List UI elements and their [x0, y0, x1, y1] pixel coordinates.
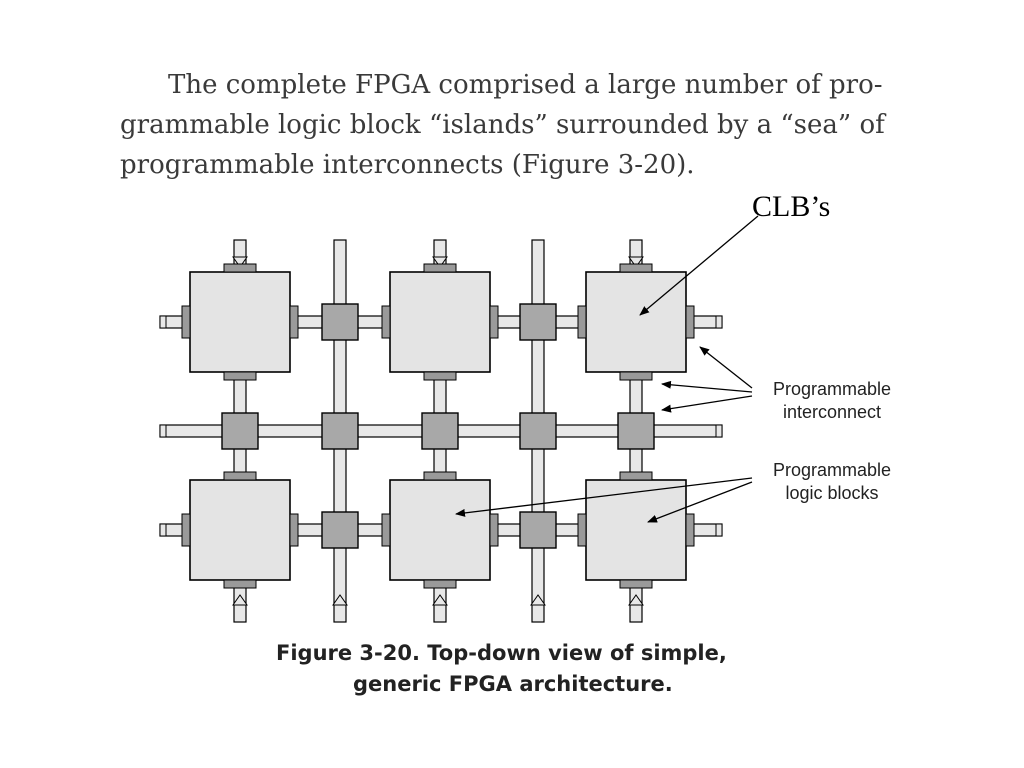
- block-connector-right: [489, 305, 499, 339]
- wire-arrow-tip: [332, 594, 348, 606]
- logic-block: [389, 479, 491, 581]
- block-connector-bottom: [423, 579, 457, 589]
- switch-box: [321, 303, 359, 341]
- figure-caption-line-2: generic FPGA architecture.: [353, 672, 673, 696]
- wire-end-tip: [715, 424, 723, 438]
- callout-programmable-interconnect: Programmable interconnect: [752, 378, 912, 424]
- wire-arrow-tip: [432, 594, 448, 606]
- switch-box: [321, 511, 359, 549]
- logic-block: [189, 271, 291, 373]
- block-connector-bottom: [619, 579, 653, 589]
- block-connector-top: [223, 263, 257, 273]
- logic-block: [585, 479, 687, 581]
- figure-caption-line-1: Figure 3-20. Top-down view of simple,: [276, 641, 727, 665]
- interconnect-leader-line: [661, 395, 753, 413]
- wire-arrow-tip: [530, 594, 546, 606]
- block-connector-bottom: [619, 371, 653, 381]
- logic-block: [585, 271, 687, 373]
- switch-box: [519, 303, 557, 341]
- block-connector-bottom: [223, 579, 257, 589]
- wire-end-tip: [715, 523, 723, 537]
- block-connector-left: [577, 513, 587, 547]
- wire-arrow-tip: [628, 594, 644, 606]
- wire-arrow-tip: [232, 594, 248, 606]
- wire-end-tip: [715, 315, 723, 329]
- logic-blocks-leader-line: [455, 477, 753, 517]
- callout-logic-blocks-line-2: logic blocks: [785, 483, 879, 503]
- block-connector-left: [181, 513, 191, 547]
- callout-leader-lines: [455, 215, 759, 523]
- block-connector-left: [381, 513, 391, 547]
- block-connector-right: [489, 513, 499, 547]
- wire-arrow-tip: [432, 256, 448, 268]
- switch-box: [421, 412, 459, 450]
- block-connector-top: [619, 263, 653, 273]
- logic-block: [189, 479, 291, 581]
- block-connector-left: [381, 305, 391, 339]
- intro-text-line-1: The complete FPGA comprised a large numb…: [168, 70, 883, 100]
- switch-box: [221, 412, 259, 450]
- clb-leader-line: [639, 215, 759, 316]
- callout-interconnect-line-2: interconnect: [782, 402, 882, 422]
- block-connector-left: [181, 305, 191, 339]
- switch-box: [617, 412, 655, 450]
- clb-annotation: CLB’s: [752, 190, 831, 223]
- block-connector-bottom: [423, 371, 457, 381]
- interconnect-leader-line: [699, 346, 753, 389]
- wire-end-tip: [159, 315, 167, 329]
- callout-interconnect-line-1: Programmable: [772, 379, 892, 399]
- logic-block: [389, 271, 491, 373]
- block-connector-top: [423, 471, 457, 481]
- logic-blocks-leader-line: [647, 481, 753, 523]
- block-connector-top: [423, 263, 457, 273]
- block-connector-right: [685, 513, 695, 547]
- callout-programmable-logic-blocks: Programmable logic blocks: [752, 459, 912, 505]
- switch-box: [519, 412, 557, 450]
- intro-text-line-3: programmable interconnects (Figure 3-20)…: [120, 150, 695, 180]
- interconnect-leader-line: [661, 380, 753, 393]
- wire-arrow-tip: [628, 256, 644, 268]
- block-connector-left: [577, 305, 587, 339]
- callout-logic-blocks-line-1: Programmable: [772, 460, 892, 480]
- switch-boxes: [221, 303, 655, 549]
- switch-box: [519, 511, 557, 549]
- wire-end-tip: [159, 523, 167, 537]
- block-connector-bottom: [223, 371, 257, 381]
- block-connector-right: [289, 305, 299, 339]
- wire-end-tip: [159, 424, 167, 438]
- wire-arrow-tip: [232, 256, 248, 268]
- block-connector-top: [619, 471, 653, 481]
- block-connector-right: [685, 305, 695, 339]
- intro-text-line-2: grammable logic block “islands” surround…: [120, 110, 885, 140]
- block-connectors: [181, 263, 695, 589]
- switch-box: [321, 412, 359, 450]
- block-connector-top: [223, 471, 257, 481]
- block-connector-right: [289, 513, 299, 547]
